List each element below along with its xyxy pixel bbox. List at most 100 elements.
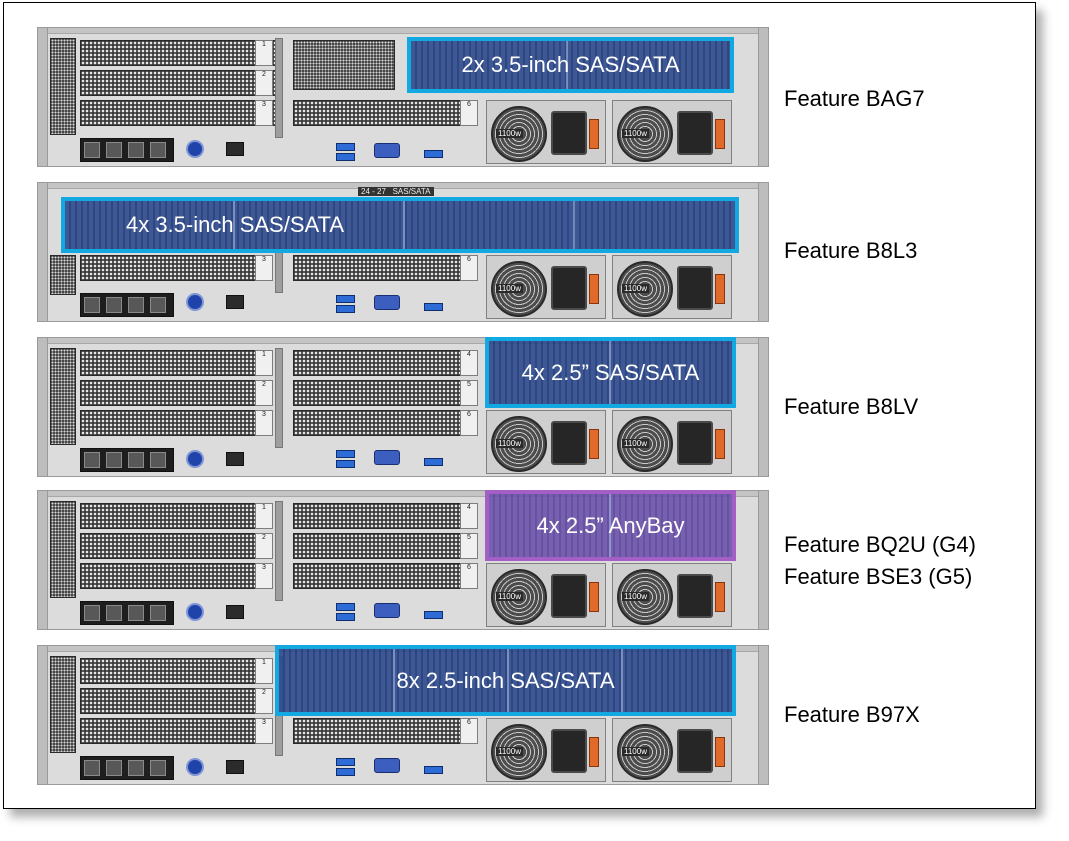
drive-cage-label: 24 - 27 SAS/SATA bbox=[358, 187, 434, 196]
drive-bay-highlight-3: 4x 2.5” SAS/SATA bbox=[485, 337, 736, 408]
rack-ear-left bbox=[38, 338, 48, 476]
drive-bay-highlight-1: 2x 3.5-inch SAS/SATA bbox=[407, 37, 734, 93]
blue-thumbscrew bbox=[186, 140, 204, 158]
slot-number-1: 1 bbox=[255, 658, 273, 684]
usb-port bbox=[424, 150, 443, 158]
bay-label: 8x 2.5-inch SAS/SATA bbox=[396, 667, 615, 693]
riser1-slot-mid bbox=[80, 70, 282, 96]
slot-number-4: 4 bbox=[460, 350, 478, 376]
usb-port bbox=[336, 153, 355, 161]
riser1-slot-top bbox=[80, 658, 262, 684]
slot-number-3: 3 bbox=[255, 563, 273, 589]
ocp-nic bbox=[80, 293, 174, 317]
rack-ear-left bbox=[38, 491, 48, 629]
riser1-slot-low bbox=[80, 255, 262, 281]
blue-thumbscrew bbox=[186, 450, 204, 468]
riser2-slot-low bbox=[293, 563, 465, 589]
feature-label: Feature B97X bbox=[784, 702, 920, 727]
slot-number-3: 3 bbox=[255, 100, 273, 126]
rack-ear-right bbox=[758, 338, 768, 476]
side-vent bbox=[50, 348, 76, 445]
rack-ear-left bbox=[38, 183, 48, 321]
ocp-nic bbox=[80, 448, 174, 472]
rack-ear-right bbox=[758, 28, 768, 166]
riser-latch bbox=[275, 251, 283, 293]
side-vent bbox=[50, 255, 76, 295]
slot-number-6: 6 bbox=[460, 718, 478, 744]
riser2-slot-top bbox=[293, 350, 465, 376]
slot-number-6: 6 bbox=[460, 100, 478, 126]
slot-number-5: 5 bbox=[460, 380, 478, 406]
usb-port bbox=[424, 458, 443, 466]
usb-port bbox=[424, 766, 443, 774]
riser1-slot-mid bbox=[80, 533, 262, 559]
top-lip bbox=[38, 28, 768, 34]
power-supply-2: 1100w bbox=[612, 255, 732, 319]
management-port bbox=[226, 452, 244, 466]
bay-label: 4x 2.5” AnyBay bbox=[536, 512, 685, 538]
feature-label: Feature B8LV bbox=[784, 394, 919, 419]
slot-number-6: 6 bbox=[460, 255, 478, 281]
riser1-slot-low bbox=[80, 718, 262, 744]
drive-bay-highlight-2: 4x 3.5-inch SAS/SATA bbox=[61, 197, 739, 253]
slot-number-1: 1 bbox=[255, 40, 273, 66]
slot-number-2: 2 bbox=[255, 533, 273, 559]
riser2-slot-mid bbox=[293, 380, 465, 406]
blue-thumbscrew bbox=[186, 758, 204, 776]
vga-port bbox=[374, 603, 400, 618]
server-rear-panel-4: 1 2 3 4 5 6 1100w 1100w bbox=[37, 490, 769, 630]
riser2-slot-low bbox=[293, 410, 465, 436]
power-supply-2: 1100w bbox=[612, 410, 732, 474]
slot-number-2: 2 bbox=[255, 688, 273, 714]
riser1-slot-mid bbox=[80, 380, 262, 406]
rack-ear-right bbox=[758, 491, 768, 629]
slot-number-2: 2 bbox=[255, 70, 273, 96]
drive-bay-highlight-5: 8x 2.5-inch SAS/SATA bbox=[275, 645, 736, 716]
power-supply-2: 1100w bbox=[612, 100, 732, 164]
riser2-slot bbox=[293, 100, 465, 126]
usb-port bbox=[336, 768, 355, 776]
ocp-nic bbox=[80, 138, 174, 162]
power-supply-1: 1100w bbox=[486, 563, 606, 627]
usb-port bbox=[424, 611, 443, 619]
rack-ear-right bbox=[758, 646, 768, 784]
vga-port bbox=[374, 758, 400, 773]
side-vent bbox=[50, 38, 76, 135]
slot-number-2: 2 bbox=[255, 380, 273, 406]
feature-label: Feature BQ2U (G4) bbox=[784, 532, 976, 557]
riser2-slot-top bbox=[293, 503, 465, 529]
bay-label: 4x 2.5” SAS/SATA bbox=[521, 359, 700, 385]
management-port bbox=[226, 760, 244, 774]
usb-port bbox=[336, 603, 355, 611]
riser-latch bbox=[275, 501, 283, 601]
slot-number-6: 6 bbox=[460, 410, 478, 436]
riser1-slot-top bbox=[80, 40, 282, 66]
slot-number-3: 3 bbox=[255, 410, 273, 436]
server-rear-panel-1: 1 2 3 6 1100w 1100w bbox=[37, 27, 769, 167]
slot-number-6: 6 bbox=[460, 563, 478, 589]
slot-number-1: 1 bbox=[255, 350, 273, 376]
feature-label: Feature BSE3 (G5) bbox=[784, 564, 973, 589]
vga-port bbox=[374, 143, 400, 158]
riser1-slot-top bbox=[80, 350, 262, 376]
riser2-slot bbox=[293, 255, 465, 281]
riser-latch bbox=[275, 348, 283, 448]
usb-port bbox=[336, 460, 355, 468]
riser2-slot-mid bbox=[293, 533, 465, 559]
power-supply-1: 1100w bbox=[486, 718, 606, 782]
management-port bbox=[226, 605, 244, 619]
rack-ear-left bbox=[38, 646, 48, 784]
side-vent bbox=[50, 501, 76, 598]
usb-port bbox=[424, 303, 443, 311]
management-port bbox=[226, 295, 244, 309]
top-lip bbox=[38, 338, 768, 344]
usb-port bbox=[336, 305, 355, 313]
riser1-slot-low bbox=[80, 563, 262, 589]
slot-number-3: 3 bbox=[255, 255, 273, 281]
riser-latch bbox=[275, 38, 283, 138]
power-supply-1: 1100w bbox=[486, 410, 606, 474]
riser2-slot-low bbox=[293, 718, 465, 744]
power-supply-2: 1100w bbox=[612, 718, 732, 782]
bay-label: 4x 3.5-inch SAS/SATA bbox=[125, 212, 345, 237]
side-vent bbox=[50, 656, 76, 753]
